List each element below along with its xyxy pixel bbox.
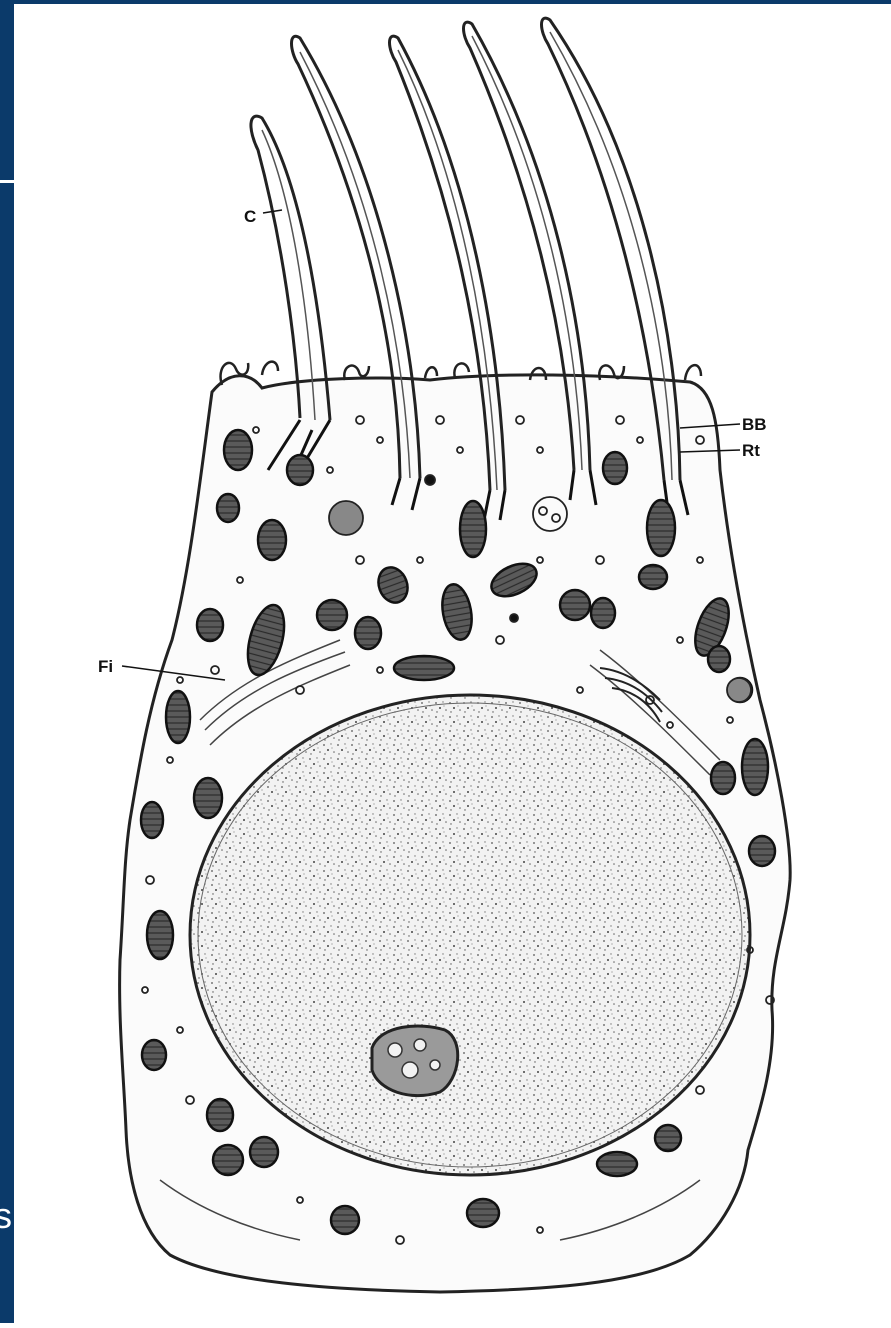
slide-frame-left-band <box>0 0 14 1323</box>
label-rootlet: Rt <box>742 441 760 460</box>
slide-frame-dash <box>0 180 14 183</box>
cell-illustration: C BB Rt Fi <box>14 4 891 1323</box>
nucleolus <box>372 1026 458 1096</box>
ciliated-cell-diagram: C BB Rt Fi <box>14 4 891 1323</box>
clipped-slide-letter: s <box>0 1196 14 1236</box>
label-cilium: C <box>244 207 256 226</box>
label-basal-body: BB <box>742 415 767 434</box>
nucleus <box>190 695 750 1175</box>
label-filaments: Fi <box>98 657 113 676</box>
